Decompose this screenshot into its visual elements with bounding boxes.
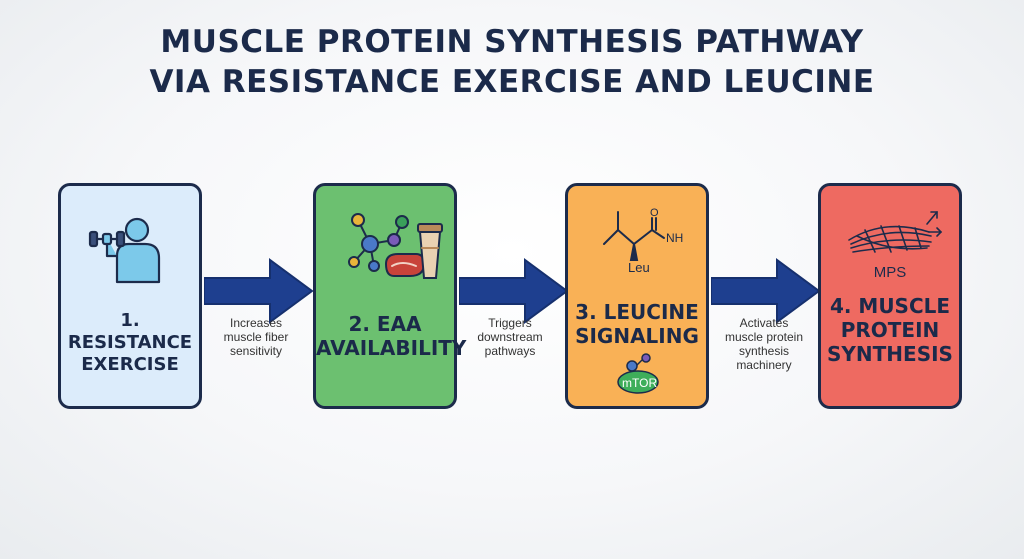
note-line: pathways (484, 344, 536, 358)
step-card-muscle-protein-synthesis: MPS 4. MUSCLE PROTEIN SYNTHESIS (818, 183, 962, 409)
step-1-label: 1. RESISTANCE EXERCISE (61, 310, 199, 376)
step-4-label: 4. MUSCLE PROTEIN SYNTHESIS (821, 294, 959, 366)
step-card-resistance-exercise: 1. RESISTANCE EXERCISE (58, 183, 202, 409)
note-line: muscle fiber (223, 330, 289, 344)
svg-text:O: O (650, 207, 659, 219)
svg-text:NH: NH (666, 231, 683, 245)
label-line: SYNTHESIS (827, 342, 953, 366)
label-line: 4. MUSCLE (829, 294, 951, 318)
step-card-leucine-signaling: O NH Leu 3. LEUCINE SIGNALING mTOR (565, 183, 709, 409)
note-line: muscle protein (724, 330, 804, 344)
title-line-2: VIA RESISTANCE EXERCISE AND LEUCINE (149, 64, 875, 100)
step-3-label: 3. LEUCINE SIGNALING (568, 300, 706, 348)
connector-note-1: Increases muscle fiber sensitivity (208, 316, 304, 358)
label-line: 1. RESISTANCE (67, 310, 193, 353)
note-line: downstream (477, 330, 543, 344)
leucine-structure-icon: O NH (603, 207, 683, 261)
connector-note-3: Activates muscle protein synthesis machi… (712, 316, 816, 372)
label-line: PROTEIN (840, 318, 940, 342)
label-line: AVAILABILITY (316, 336, 467, 360)
label-line: 2. EAA (348, 312, 422, 336)
step-2-label: 2. EAA AVAILABILITY (316, 312, 467, 360)
muscle-fiber-icon (848, 211, 943, 253)
person-dumbbell-icon (88, 217, 161, 284)
step-card-eaa-availability: 2. EAA AVAILABILITY (313, 183, 467, 409)
note-line: Increases (229, 316, 283, 330)
note-line: sensitivity (229, 344, 282, 358)
label-line: EXERCISE (81, 354, 179, 375)
mtor-label: mTOR (622, 376, 658, 390)
arrow-1-to-2 (204, 258, 314, 324)
arrow-3-to-4 (711, 258, 821, 324)
leu-label: Leu (628, 260, 650, 275)
note-line: Triggers (488, 316, 532, 330)
title-line-1: MUSCLE PROTEIN SYNTHESIS PATHWAY (160, 24, 864, 60)
mtor-complex-icon (617, 353, 659, 394)
connector-note-2: Triggers downstream pathways (462, 316, 558, 358)
note-line: machinery (736, 358, 792, 372)
label-line: 3. LEUCINE (575, 300, 699, 324)
note-line: synthesis (738, 344, 790, 358)
label-line: SIGNALING (575, 324, 699, 348)
note-line: Activates (739, 316, 789, 330)
arrow-2-to-3 (459, 258, 569, 324)
molecule-steak-shake-icon (348, 213, 443, 279)
mps-label: MPS (873, 264, 907, 281)
